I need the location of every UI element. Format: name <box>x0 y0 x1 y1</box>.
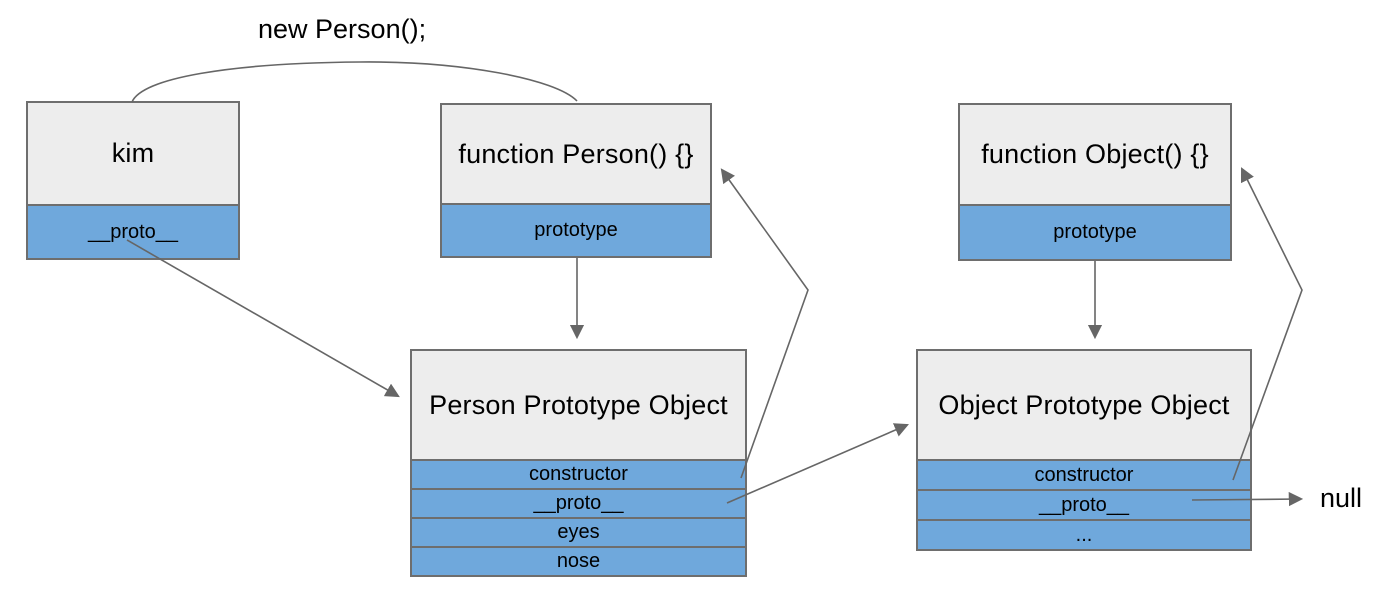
node-person-prototype-object: Person Prototype Object constructor __pr… <box>410 349 747 577</box>
node-person-prototype-title: Person Prototype Object <box>412 351 745 459</box>
node-function-person-title: function Person() {} <box>442 105 710 203</box>
node-object-prototype-row-ellipsis: ... <box>918 519 1250 549</box>
node-object-prototype-row-constructor: constructor <box>918 459 1250 489</box>
node-function-object-title: function Object() {} <box>960 105 1230 204</box>
new-person-annotation: new Person(); <box>258 14 427 44</box>
node-person-prototype-row-nose: nose <box>412 546 745 575</box>
node-function-object: function Object() {} prototype <box>958 103 1232 261</box>
curve-new-person-kim-to-function-person <box>131 61 578 103</box>
node-person-prototype-row-proto: __proto__ <box>412 488 745 517</box>
node-function-object-row-prototype: prototype <box>960 204 1230 259</box>
node-object-prototype-row-proto: __proto__ <box>918 489 1250 519</box>
arrow-kim-proto-to-person-prototype <box>126 239 400 398</box>
node-object-prototype-title: Object Prototype Object <box>918 351 1250 459</box>
node-kim: kim __proto__ <box>26 101 240 260</box>
node-person-prototype-row-constructor: constructor <box>412 459 745 488</box>
node-person-prototype-row-eyes: eyes <box>412 517 745 546</box>
node-function-person-row-prototype: prototype <box>442 203 710 256</box>
null-label: null <box>1320 483 1363 513</box>
node-kim-title: kim <box>28 103 238 204</box>
node-function-person: function Person() {} prototype <box>440 103 712 258</box>
node-kim-row-proto: __proto__ <box>28 204 238 258</box>
arrow-person-proto-to-object-prototype <box>726 423 909 504</box>
node-object-prototype-object: Object Prototype Object constructor __pr… <box>916 349 1252 551</box>
